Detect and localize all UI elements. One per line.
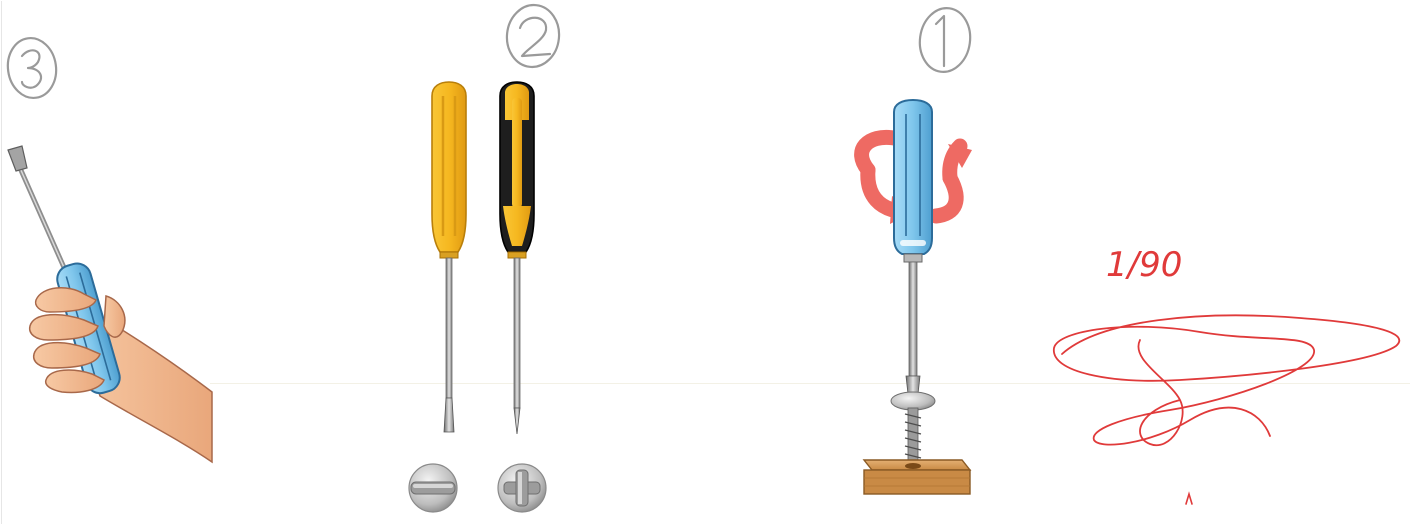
minus-slot-icon (409, 464, 457, 512)
hand-holding-screwdriver-icon (8, 146, 212, 462)
signature-scribble-icon (1054, 315, 1400, 504)
step-number-2-icon (504, 2, 562, 69)
handwritten-note-text: 1/90 (1106, 245, 1182, 285)
step-number-3-icon (4, 35, 60, 101)
handwritten-note: 1/90 (1106, 245, 1182, 285)
screwdriver-turning-screw-icon (862, 100, 972, 494)
flathead-screwdriver-icon (432, 82, 466, 432)
phillips-screwdriver-icon (500, 82, 534, 434)
plus-slot-icon (498, 464, 546, 512)
step-number-1-icon (916, 5, 974, 75)
